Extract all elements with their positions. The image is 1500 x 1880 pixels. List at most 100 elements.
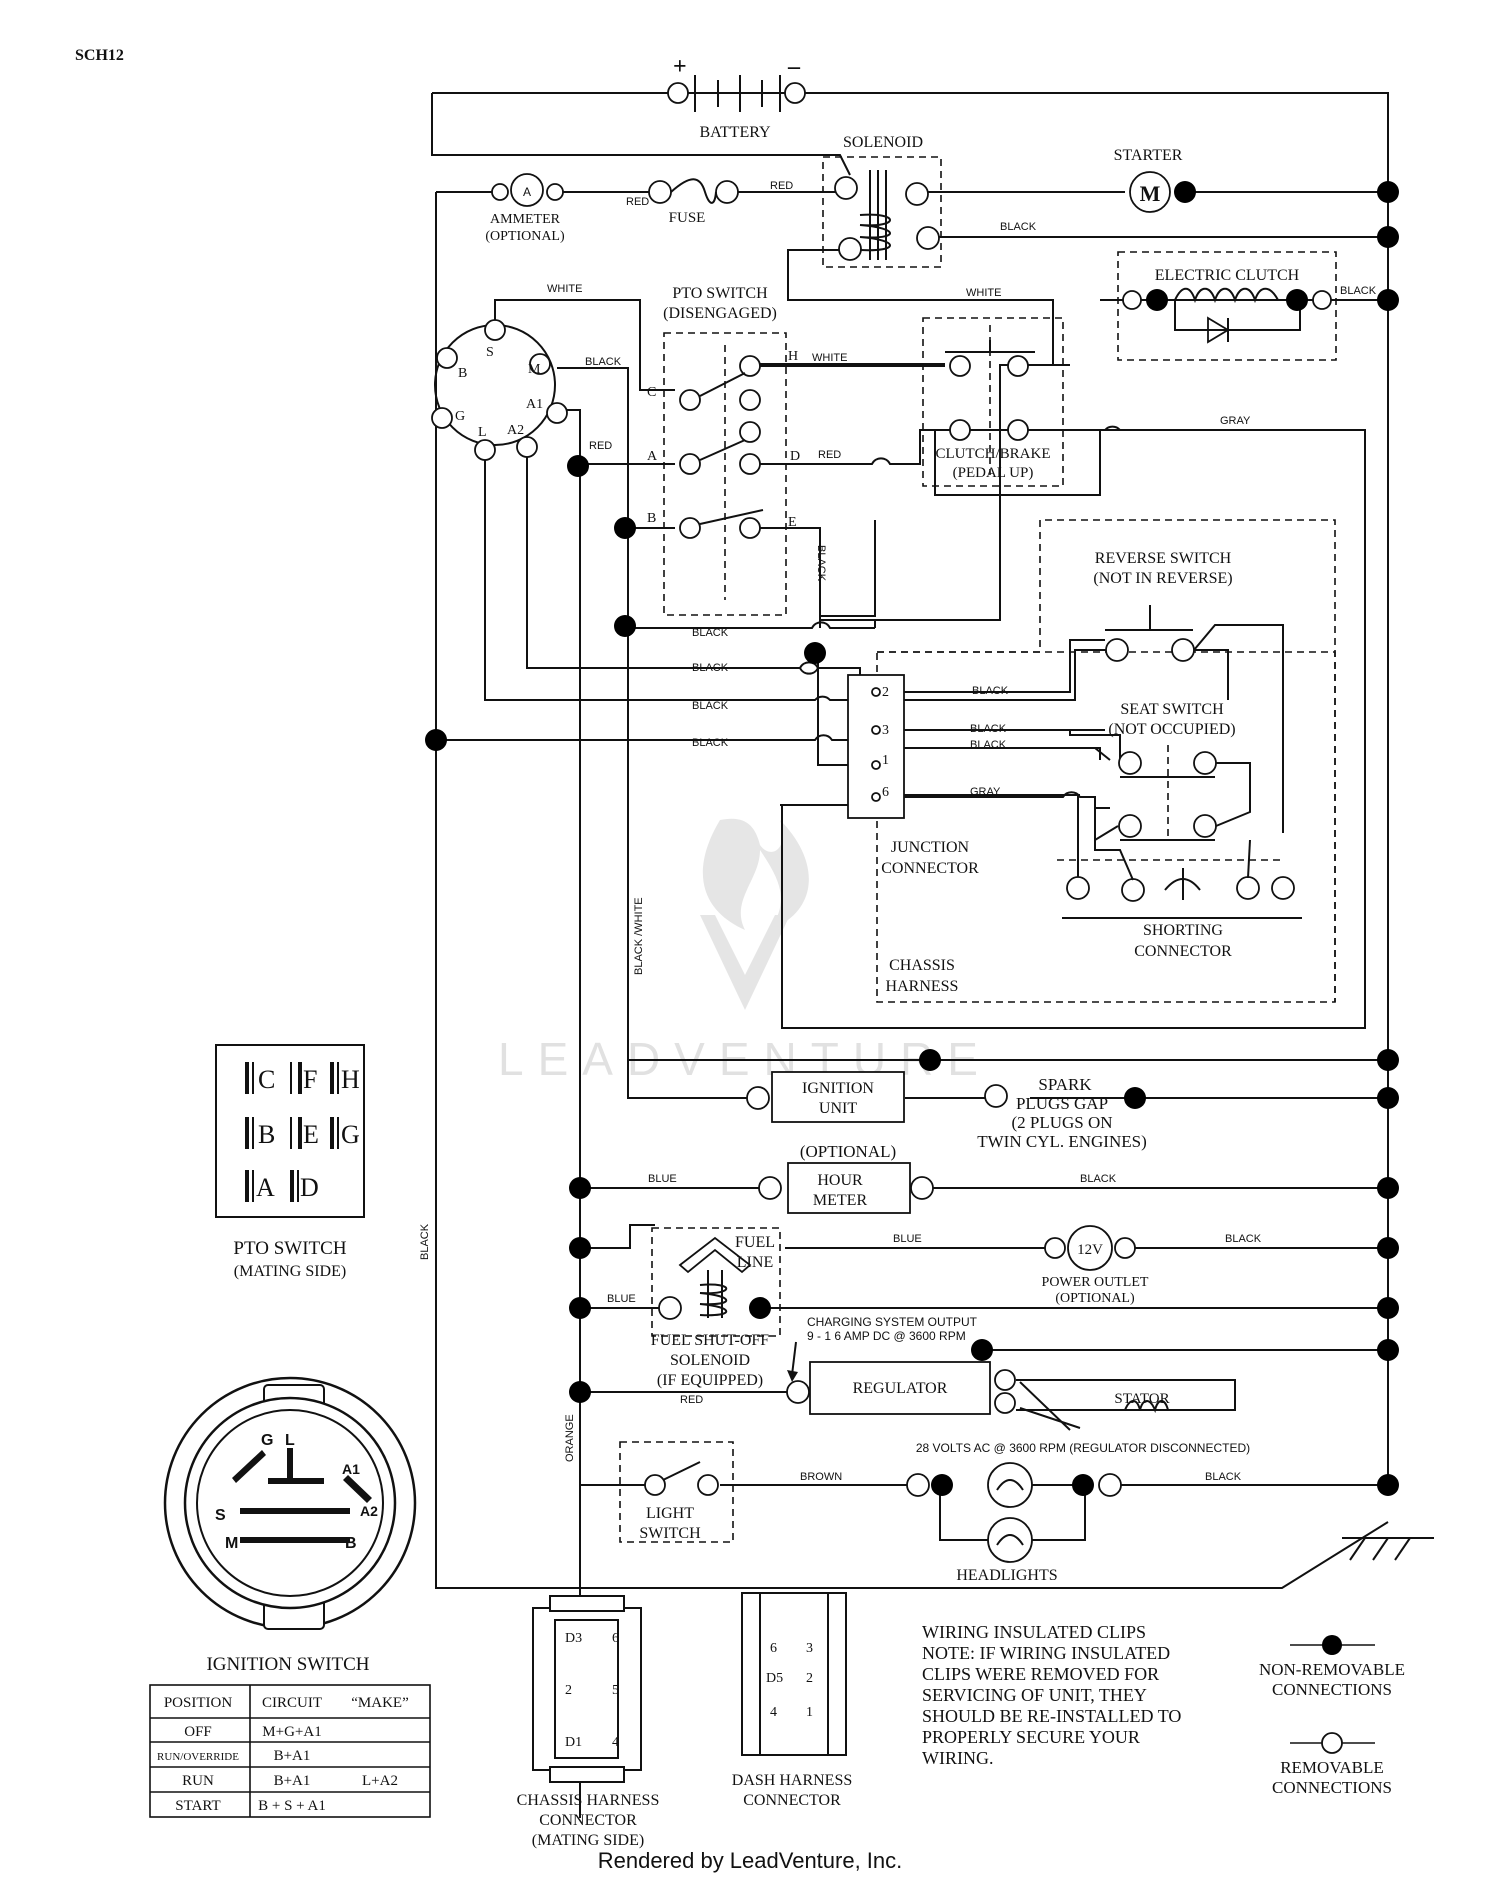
ignition-unit: IGNITION UNIT (746, 1049, 1399, 1123)
hour-meter-optional: (OPTIONAL) (800, 1142, 896, 1161)
dash-conn-2: CONNECTOR (743, 1792, 841, 1809)
stator: STATOR 28 VOLTS AC @ 3600 RPM (REGULATOR… (916, 1379, 1250, 1455)
headlights: HEADLIGHTS (906, 1462, 1399, 1584)
ammeter: A AMMETER (OPTIONAL) (485, 173, 565, 244)
light-switch: LIGHT SWITCH (619, 1441, 734, 1543)
shorting-label-1: SHORTING (1143, 922, 1223, 939)
legend: NON-REMOVABLE CONNECTIONS REMOVABLE CONN… (1259, 1635, 1405, 1797)
wire-white-2: WHITE (547, 283, 582, 295)
note-2: NOTE: IF WIRING INSULATED (922, 1643, 1170, 1663)
dash-pin-3: 3 (806, 1641, 813, 1656)
pto-mating-f: F (303, 1065, 317, 1094)
ground-symbol (1342, 1537, 1434, 1561)
power-outlet-1: POWER OUTLET (1042, 1275, 1149, 1290)
wiring-note: WIRING INSULATED CLIPS NOTE: IF WIRING I… (922, 1622, 1181, 1768)
wire-black-6: BLACK (970, 723, 1007, 735)
ign-pin-l: L (478, 425, 487, 440)
ignition-switch-face: G L A1 A2 S M B IGNITION SWITCH (163, 1376, 417, 1675)
fuel-solenoid-2: SOLENOID (670, 1352, 750, 1369)
wire-blue-3: BLUE (607, 1293, 636, 1305)
chassis-pin-5: 5 (612, 1683, 619, 1698)
battery: + – BATTERY (667, 54, 806, 141)
reverse-switch: REVERSE SWITCH (NOT IN REVERSE) (1093, 550, 1233, 662)
chassis-harness-label-2: HARNESS (886, 978, 959, 995)
chassis-pin-d1: D1 (565, 1735, 582, 1750)
pto-pin-d: D (790, 449, 800, 464)
ign-th-position: POSITION (164, 1695, 233, 1711)
junction-connector: 2 3 1 6 JUNCTION CONNECTOR (847, 674, 979, 877)
ignition-switch-label: IGNITION SWITCH (206, 1654, 369, 1675)
pto-pin-h: H (788, 349, 798, 364)
stator-note: 28 VOLTS AC @ 3600 RPM (REGULATOR DISCON… (916, 1441, 1250, 1455)
solenoid: SOLENOID (822, 134, 942, 268)
wire-red-3: RED (589, 440, 612, 452)
wire-black-4: BLACK (815, 545, 827, 582)
fuel-solenoid-3: (IF EQUIPPED) (657, 1372, 763, 1389)
chassis-pin-d3: D3 (565, 1631, 582, 1646)
legend-nr-1: NON-REMOVABLE (1259, 1660, 1405, 1679)
regulator-label: REGULATOR (853, 1380, 948, 1397)
wire-white-3: WHITE (812, 352, 847, 364)
wire-gray-1: GRAY (1220, 415, 1251, 427)
wire-gray-2: GRAY (970, 786, 1001, 798)
spark-plugs: SPARK PLUGS GAP (2 PLUGS ON TWIN CYL. EN… (977, 1075, 1147, 1151)
junction-pin-1: 1 (882, 753, 889, 768)
hour-meter-2: METER (813, 1192, 868, 1209)
power-outlet: 12V POWER OUTLET (OPTIONAL) (569, 1225, 1399, 1306)
ign-th-circuit: CIRCUIT (262, 1695, 322, 1711)
starter-symbol: M (1140, 181, 1161, 206)
chassis-pin-2: 2 (565, 1683, 572, 1698)
dash-conn-1: DASH HARNESS (732, 1772, 852, 1789)
ign-face-a1: A1 (342, 1461, 360, 1477)
pto-mating-label-1: PTO SWITCH (233, 1238, 346, 1259)
wire-black-13: BLACK (1225, 1233, 1262, 1245)
ign-face-a2: A2 (360, 1503, 378, 1519)
junction-pin-6: 6 (882, 785, 889, 800)
power-outlet-2: (OPTIONAL) (1055, 1291, 1135, 1306)
wire-black-1: BLACK (1000, 221, 1037, 233)
charging-2: 9 - 1 6 AMP DC @ 3600 RPM (807, 1329, 966, 1343)
ign-td-3-1: B + S + A1 (258, 1798, 326, 1814)
wire-black-10: BLACK (692, 700, 729, 712)
chassis-conn-2: CONNECTOR (539, 1812, 637, 1829)
fuel-line: FUEL LINE (658, 1234, 775, 1320)
spark-1: SPARK (1038, 1075, 1092, 1094)
shorting-label-2: CONNECTOR (1134, 943, 1232, 960)
chassis-harness-connector: D3 6 2 5 D1 4 CHASSIS HARNESS CONNECTOR … (517, 1595, 659, 1849)
wire-white-1: WHITE (966, 287, 1001, 299)
pto-switch-label: PTO SWITCH (672, 285, 768, 302)
ign-td-2-1: B+A1 (274, 1773, 311, 1789)
wire-red-1: RED (626, 196, 649, 208)
dash-pin-d5: D5 (766, 1671, 783, 1686)
wire-black-2: BLACK (1340, 285, 1377, 297)
hour-meter: (OPTIONAL) HOUR METER (569, 1142, 1399, 1214)
headlights-label: HEADLIGHTS (956, 1567, 1057, 1584)
pto-mating-e: E (303, 1120, 319, 1149)
wire-blue-2: BLUE (893, 1233, 922, 1245)
ign-td-2-0: RUN (182, 1773, 214, 1789)
junction-pin-3: 3 (882, 723, 889, 738)
spark-4: TWIN CYL. ENGINES) (977, 1132, 1147, 1151)
note-4: SERVICING OF UNIT, THEY (922, 1685, 1147, 1705)
stator-label: STATOR (1114, 1391, 1169, 1407)
chassis-pin-4: 4 (612, 1735, 619, 1750)
pto-mating-h: H (341, 1065, 360, 1094)
light-switch-2: SWITCH (639, 1525, 701, 1542)
wire-black-12: BLACK (1080, 1173, 1117, 1185)
wires (431, 92, 1389, 1818)
seat-switch-label: SEAT SWITCH (1120, 701, 1224, 718)
ign-pin-a2: A2 (507, 423, 524, 438)
pto-pin-c: C (647, 385, 656, 400)
ammeter-note: (OPTIONAL) (485, 229, 565, 244)
ign-face-g: G (261, 1432, 273, 1449)
starter-label: STARTER (1114, 147, 1183, 164)
wire-black-8: BLACK (692, 627, 729, 639)
wire-brown: BROWN (800, 1471, 842, 1483)
battery-label: BATTERY (699, 124, 771, 141)
ignition-unit-label-1: IGNITION (802, 1080, 874, 1097)
wire-blue-1: BLUE (648, 1173, 677, 1185)
wire-black-9: BLACK (692, 662, 729, 674)
dash-pin-1: 1 (806, 1705, 813, 1720)
junction-label-2: CONNECTOR (881, 860, 979, 877)
